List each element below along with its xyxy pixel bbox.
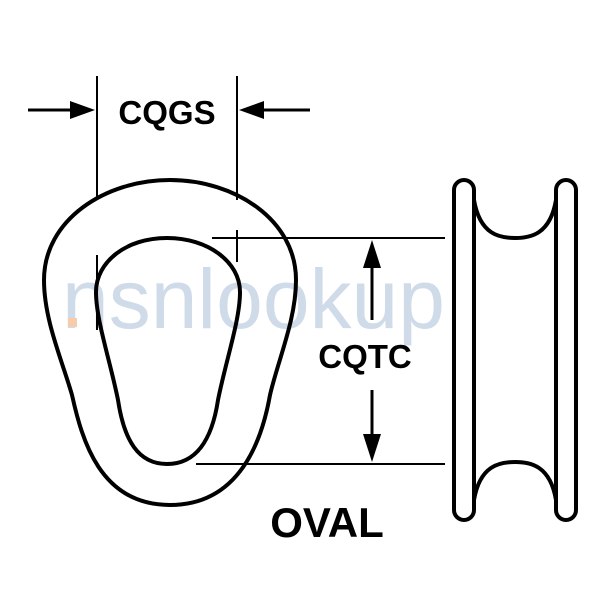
width-dimension: CQGS [28,76,310,330]
side-view-right-flange [554,178,578,522]
watermark-dot [68,318,77,327]
height-arrow-bottom-head [363,434,381,462]
side-view-left-flange [452,178,476,522]
width-arrow-right-head [239,101,264,119]
watermark-text: nsnlookup [62,252,445,346]
watermark: nsnlookup [62,252,445,346]
height-label: CQTC [318,338,412,375]
shape-label: OVAL [270,499,384,546]
width-arrow-left-head [70,101,95,119]
side-view-top-groove [472,199,558,241]
height-arrow-top-head [363,240,381,268]
width-label: CQGS [118,94,215,131]
side-view-bottom-groove [472,459,558,501]
thimble-outer-outline [41,177,299,508]
height-dimension: CQTC [196,237,445,465]
thimble-side-view [452,178,578,522]
